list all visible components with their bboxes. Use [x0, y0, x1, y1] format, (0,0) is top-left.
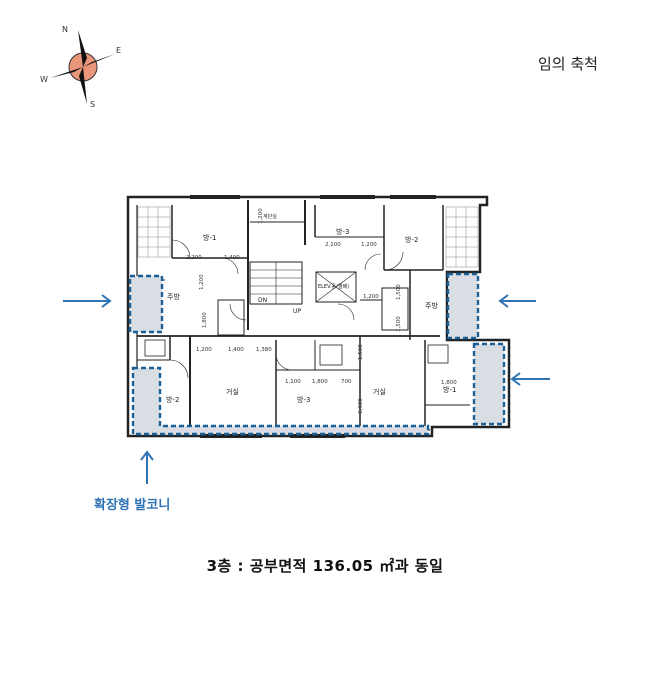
dimension: 1,500 [396, 284, 402, 300]
dimension: 1,800 [441, 380, 457, 386]
outer-wall [126, 195, 511, 438]
compass-rose: N E S W [40, 25, 121, 109]
dimension: 1,200 [199, 274, 205, 290]
compass-e: E [116, 46, 121, 55]
dimension: 1,500 [358, 344, 364, 360]
scale-note: 임의 축척 [538, 55, 598, 73]
room-label: 방-1 [443, 385, 456, 394]
dimension: 1,400 [224, 255, 240, 261]
room-label: 주방 [425, 301, 438, 310]
compass-needle-n [78, 30, 87, 67]
room-label: 방-2 [405, 235, 418, 244]
arrow-right-icon [63, 294, 112, 308]
dimension: 1,200 [363, 294, 379, 300]
arrow-left-icon [498, 294, 536, 308]
stair-dn: DN [258, 297, 267, 304]
area-caption: 3층 : 공부면적 136.05 ㎡과 동일 [206, 557, 444, 575]
dimension: 2,100 [325, 242, 341, 248]
room-label: 주방 [167, 292, 180, 301]
balcony-label: 확장형 발코니 [94, 498, 171, 513]
balcony-areas [128, 272, 506, 436]
compass-needle-s [79, 67, 87, 104]
room-label: 거실 [373, 387, 386, 396]
compass-n: N [62, 25, 68, 34]
compass-needle-e [83, 54, 115, 67]
dimension: 1,200 [361, 242, 377, 248]
dimension: 1,800 [202, 312, 208, 328]
balcony-right-kitchen [446, 272, 480, 340]
dimension: 700 [341, 379, 352, 385]
arrow-left-icon [510, 372, 550, 386]
dimension: 1,380 [256, 347, 272, 353]
balcony-bottom [131, 366, 430, 436]
dimension: 1,400 [228, 347, 244, 353]
room-label: 방-1 [203, 233, 216, 242]
compass-w: W [40, 75, 48, 84]
stair-up: UP [293, 308, 301, 315]
room-label: 방-2 [166, 395, 179, 404]
dimension: 1,800 [312, 379, 328, 385]
arrow-up-icon [140, 450, 154, 484]
dimension: 1,100 [285, 379, 301, 385]
room-label: 거실 [226, 387, 239, 396]
room-label: ELEV.홀(엘베) [318, 283, 349, 290]
compass-needle-w [50, 67, 83, 78]
dimension: 1,200 [196, 347, 212, 353]
room-label: 방-3 [336, 227, 349, 236]
dimension: 1,500 [396, 316, 402, 332]
compass-s: S [90, 100, 95, 109]
dimension: 3,900 [358, 398, 364, 414]
dimension: 1,200 [258, 208, 264, 224]
balcony-right-room [472, 342, 506, 426]
dimension: 2,200 [186, 255, 202, 261]
balcony-left-kitchen [128, 274, 164, 334]
room-label: 방-3 [297, 395, 310, 404]
room-label: 계단실 [263, 213, 277, 220]
